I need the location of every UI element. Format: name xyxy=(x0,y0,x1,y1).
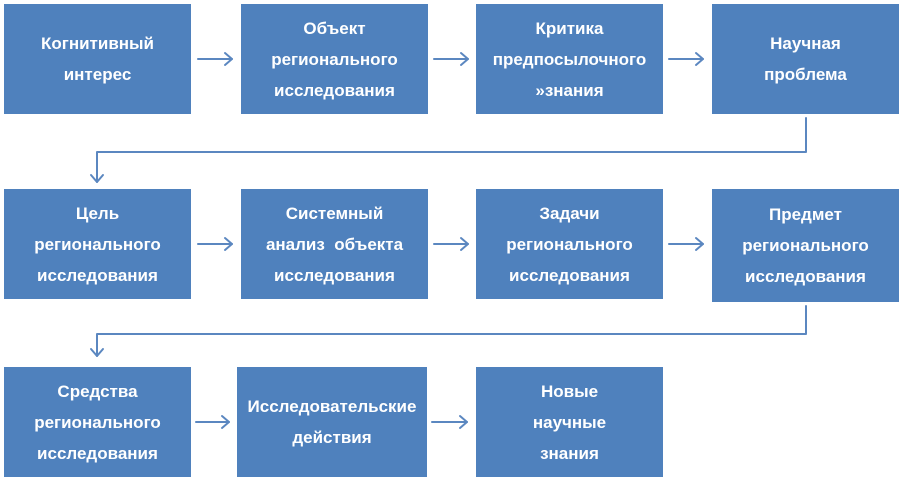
box-label-line: исследования xyxy=(274,265,395,285)
box-label-line: Средства xyxy=(57,381,138,401)
box-new-knowledge: Новые научные знания xyxy=(476,367,663,477)
box-label-line: Цель xyxy=(75,203,120,223)
arrow-right-icon xyxy=(433,237,469,251)
arrow-right-icon xyxy=(195,415,230,429)
arrow-right-icon xyxy=(668,52,704,66)
box-label-line: Критика xyxy=(535,18,604,38)
box-label-line: научные xyxy=(532,412,607,432)
elbow-connector-down xyxy=(90,305,807,357)
box-research-subject: Предмет регионального исследования xyxy=(712,189,899,302)
box-label-line: исследования xyxy=(509,265,630,285)
box-scientific-problem: Научная проблема xyxy=(712,4,899,114)
box-research-actions: Исследовательские действия xyxy=(237,367,427,477)
box-label-line: регионального xyxy=(34,234,161,254)
box-label-line: Предмет xyxy=(769,205,842,224)
elbow-connector-down xyxy=(90,117,807,183)
box-label-line: Задачи xyxy=(539,203,600,223)
arrow-right-icon xyxy=(197,52,233,66)
box-label-line: Новые xyxy=(540,381,599,401)
box-label-line: Когнитивный xyxy=(40,34,155,53)
box-label-line: »знания xyxy=(535,80,604,100)
box-label-line: исследования xyxy=(274,80,395,100)
box-research-means: Средства регионального исследования xyxy=(4,367,191,477)
box-research-tasks: Задачи регионального исследования xyxy=(476,189,663,299)
box-label-line: анализ объекта xyxy=(265,234,404,254)
box-label-line: интерес xyxy=(63,65,132,84)
box-cognitive-interest: Когнитивный интерес xyxy=(4,4,191,114)
arrow-right-icon xyxy=(431,415,468,429)
box-label-line: Научная xyxy=(770,34,841,53)
box-research-goal: Цель регионального исследования xyxy=(4,189,191,299)
box-label-line: предпосылочного xyxy=(492,49,647,69)
box-label-line: Исследовательские xyxy=(247,397,417,416)
box-label-line: регионального xyxy=(742,236,869,255)
arrow-right-icon xyxy=(668,237,704,251)
box-label-line: знания xyxy=(540,443,599,463)
box-label-line: регионального xyxy=(271,49,398,69)
box-critique-knowledge: Критика предпосылочного »знания xyxy=(476,4,663,114)
box-label-line: проблема xyxy=(764,65,847,84)
box-label-line: исследования xyxy=(37,443,158,463)
box-label-line: регионального xyxy=(506,234,633,254)
box-label-line: действия xyxy=(292,428,372,447)
box-label-line: регионального xyxy=(34,412,161,432)
box-research-object: Объект регионального исследования xyxy=(241,4,428,114)
box-label-line: Объект xyxy=(303,18,366,38)
box-label-line: Системный xyxy=(285,203,384,223)
box-label-line: исследования xyxy=(745,267,866,286)
arrow-right-icon xyxy=(433,52,469,66)
box-label-line: исследования xyxy=(37,265,158,285)
box-system-analysis: Системный анализ объекта исследования xyxy=(241,189,428,299)
arrow-right-icon xyxy=(197,237,233,251)
